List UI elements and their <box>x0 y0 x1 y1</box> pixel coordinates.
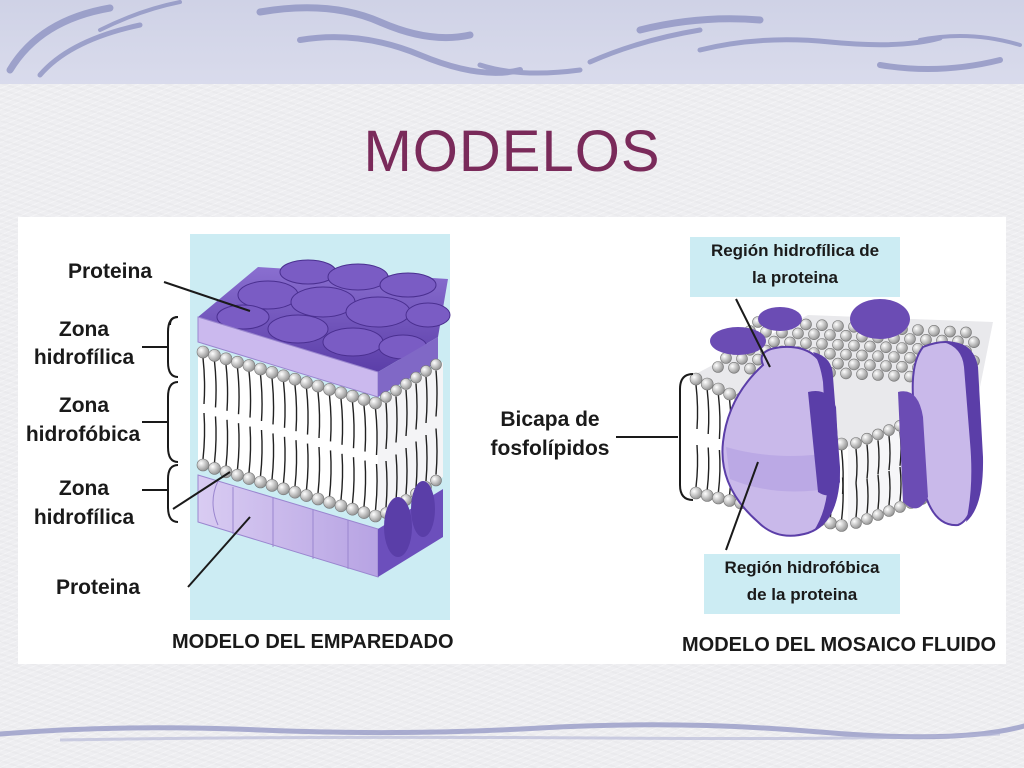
right-callout-lines <box>616 298 771 551</box>
label-proteina-top: Proteina <box>67 260 153 283</box>
label-region-hidrofilica-2: la proteina <box>752 268 838 287</box>
label-region-hidrofobica-box: Región hidrofóbica de la proteina <box>704 554 900 614</box>
label-zona-hidrofilica-top-1: Zona <box>58 318 110 341</box>
label-bicapa-line1: Bicapa de <box>500 408 600 431</box>
label-zona-hidrofobica-1: Zona <box>58 394 110 417</box>
label-zona-hidrofilica-top-2: hidrofílica <box>33 346 135 369</box>
sandwich-top-protein-layer <box>197 259 451 398</box>
mosaic-integral-proteins <box>710 299 984 537</box>
caption-modelo-emparedado: MODELO DEL EMPAREDADO <box>172 631 454 653</box>
slide-title: MODELOS <box>363 119 661 184</box>
label-zona-hidrofobica-2: hidrofóbica <box>25 423 141 446</box>
label-region-hidrofilica-1: Región hidrofílica de <box>710 241 880 260</box>
label-region-hidrofilica-box: Región hidrofílica de la proteina <box>690 237 900 297</box>
sandwich-lipid-tails <box>202 357 438 511</box>
label-proteina-bottom: Proteina <box>55 576 141 599</box>
label-region-hidrofobica-2: de la proteina <box>746 585 858 604</box>
label-zona-hidrofilica-bottom-1: Zona <box>58 477 110 500</box>
top-swirl-decoration <box>6 0 1022 78</box>
label-zona-hidrofilica-bottom-2: hidrofílica <box>33 506 135 529</box>
label-region-hidrofobica-1: Región hidrofóbica <box>724 558 880 577</box>
membrane-illustrations <box>142 259 993 588</box>
left-callout-lines <box>142 281 251 588</box>
caption-modelo-mosaico-fluido: MODELO DEL MOSAICO FLUIDO <box>682 634 997 656</box>
membrane-models-figure: Proteina Zona hidrofílica Zona hidrofóbi… <box>18 217 1006 664</box>
bottom-swirl-decoration <box>0 722 1024 742</box>
label-bicapa-line2: fosfolípidos <box>490 437 610 460</box>
sandwich-bottom-protein-layer <box>197 474 443 578</box>
